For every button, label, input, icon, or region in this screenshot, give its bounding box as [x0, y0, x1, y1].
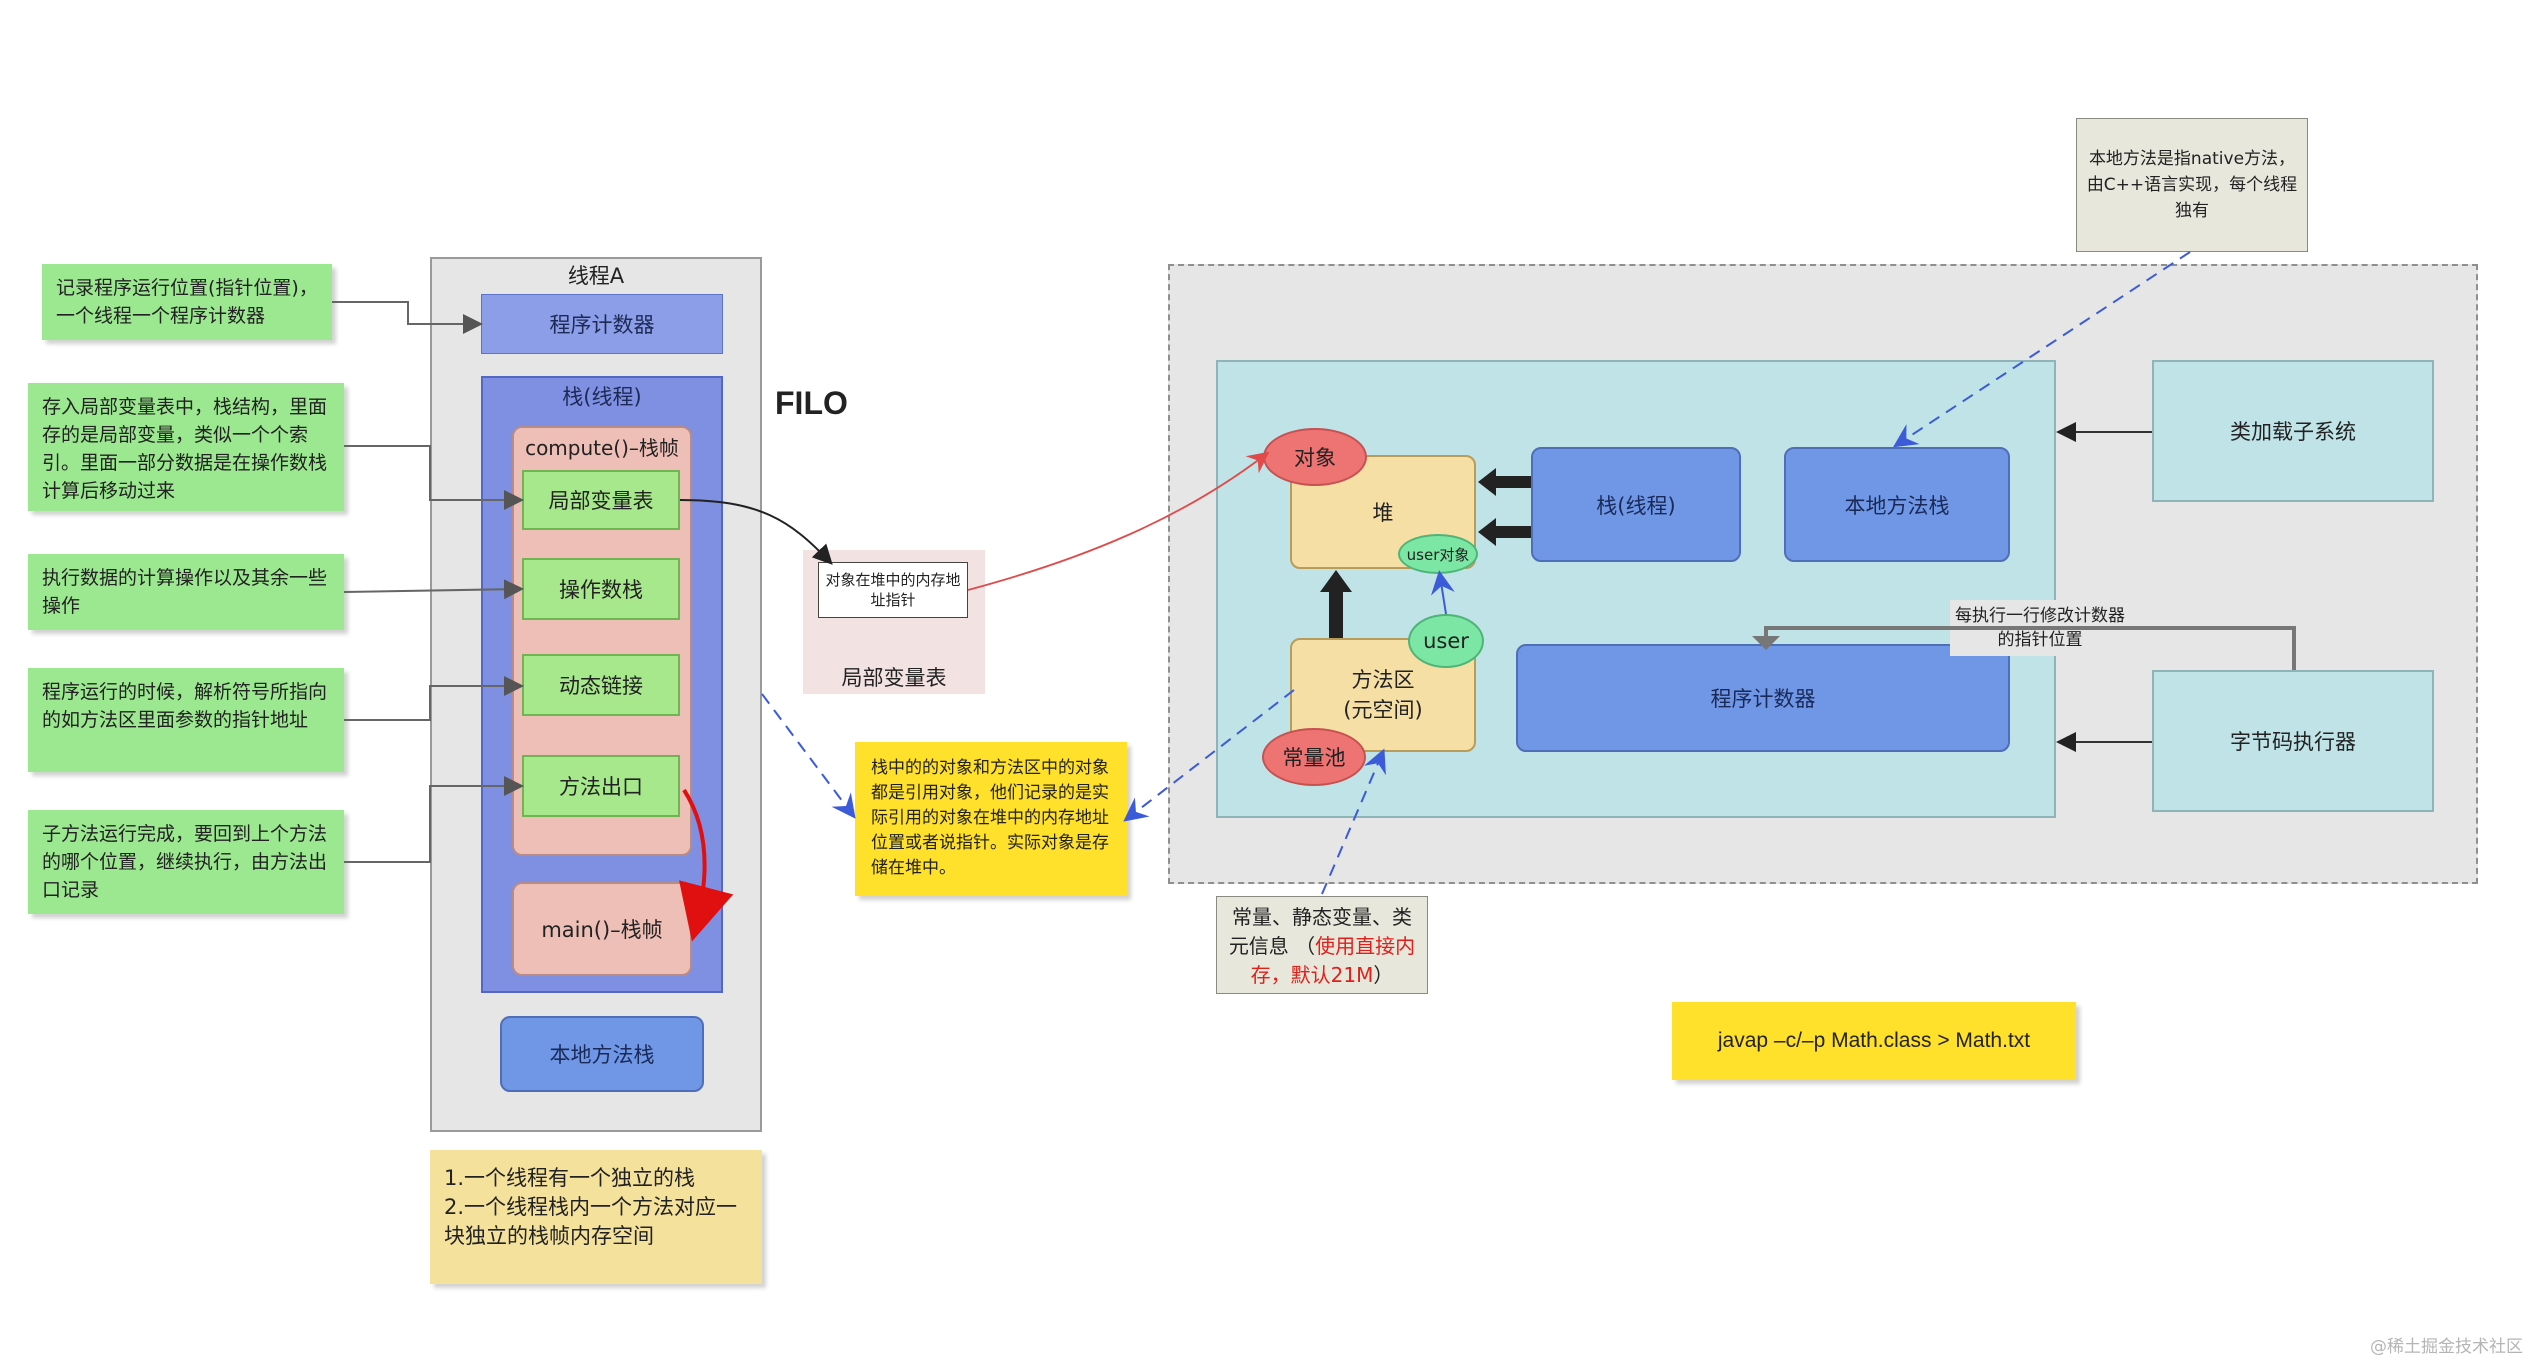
note-method-exit: 子方法运行完成，要回到上个方法的哪个位置，继续执行，由方法出口记录 — [28, 810, 344, 914]
watermark: @稀土掘金技术社区 — [2370, 1337, 2523, 1357]
local-variable-table: 局部变量表 — [522, 470, 680, 530]
bytecode-engine: 字节码执行器 — [2152, 670, 2434, 812]
dynamic-link: 动态链接 — [522, 654, 680, 716]
note-program-counter: 记录程序运行位置(指针位置)，一个线程一个程序计数器 — [42, 264, 332, 340]
memory-pointer-box: 对象在堆中的内存地址指针 — [818, 562, 968, 618]
note-const-pool-text: 常量、静态变量、类元信息 （ — [1228, 905, 1412, 958]
pc-note: 每执行一行修改计数器的指针位置 — [1950, 600, 2130, 656]
frame-main: main()–栈帧 — [512, 882, 692, 976]
note-const-pool-red: 使用直接内存，默认21M — [1250, 934, 1416, 987]
program-counter: 程序计数器 — [481, 294, 723, 354]
operand-stack: 操作数栈 — [522, 558, 680, 620]
method-exit: 方法出口 — [522, 755, 680, 817]
class-loader: 类加载子系统 — [2152, 360, 2434, 502]
note-thread-stack: 1.一个线程有一个独立的栈 2.一个线程栈内一个方法对应一块独立的栈帧内存空间 — [430, 1150, 762, 1284]
thread-a-title: 线程A — [567, 264, 625, 288]
const-pool-tag: 常量池 — [1262, 728, 1366, 786]
note-thread-stack-line1: 1.一个线程有一个独立的栈 — [444, 1166, 696, 1190]
local-var-panel-caption: 局部变量表 — [841, 666, 947, 690]
user-tag: user — [1408, 614, 1484, 668]
filo-label: FILO — [775, 385, 848, 421]
thread-native-stack: 本地方法栈 — [500, 1016, 704, 1092]
thread-stack-title: 栈(线程) — [562, 385, 642, 409]
note-javap: javap –c/–p Math.class > Math.txt — [1672, 1002, 2076, 1080]
note-operand-stack: 执行数据的计算操作以及其余一些操作 — [28, 554, 344, 630]
note-local-variables: 存入局部变量表中，栈结构，里面存的是局部变量，类似一个个索引。里面一部分数据是在… — [28, 383, 344, 511]
note-reference-objects: 栈中的的对象和方法区中的对象都是引用对象，他们记录的是实际引用的对象在堆中的内存… — [855, 742, 1127, 896]
note-dynamic-link: 程序运行的时候，解析符号所指向的如方法区里面参数的指针地址 — [28, 668, 344, 772]
note-native-method: 本地方法是指native方法，由C++语言实现，每个线程独有 — [2076, 118, 2308, 252]
jvm-program-counter: 程序计数器 — [1516, 644, 2010, 752]
note-thread-stack-line2: 2.一个线程栈内一个方法对应一块独立的栈帧内存空间 — [444, 1195, 738, 1248]
note-const-pool: 常量、静态变量、类元信息 （使用直接内存，默认21M） — [1216, 896, 1428, 994]
user-object-tag: user对象 — [1398, 534, 1478, 574]
method-area-label: 方法区 (元空间) — [1343, 668, 1423, 722]
frame-compute-title: compute()–栈帧 — [525, 435, 679, 460]
object-tag: 对象 — [1263, 428, 1367, 486]
note-const-pool-end: ） — [1373, 963, 1394, 987]
connector-stack-yellow — [761, 693, 856, 819]
jvm-native-stack: 本地方法栈 — [1784, 447, 2010, 562]
jvm-stack-thread: 栈(线程) — [1531, 447, 1741, 562]
